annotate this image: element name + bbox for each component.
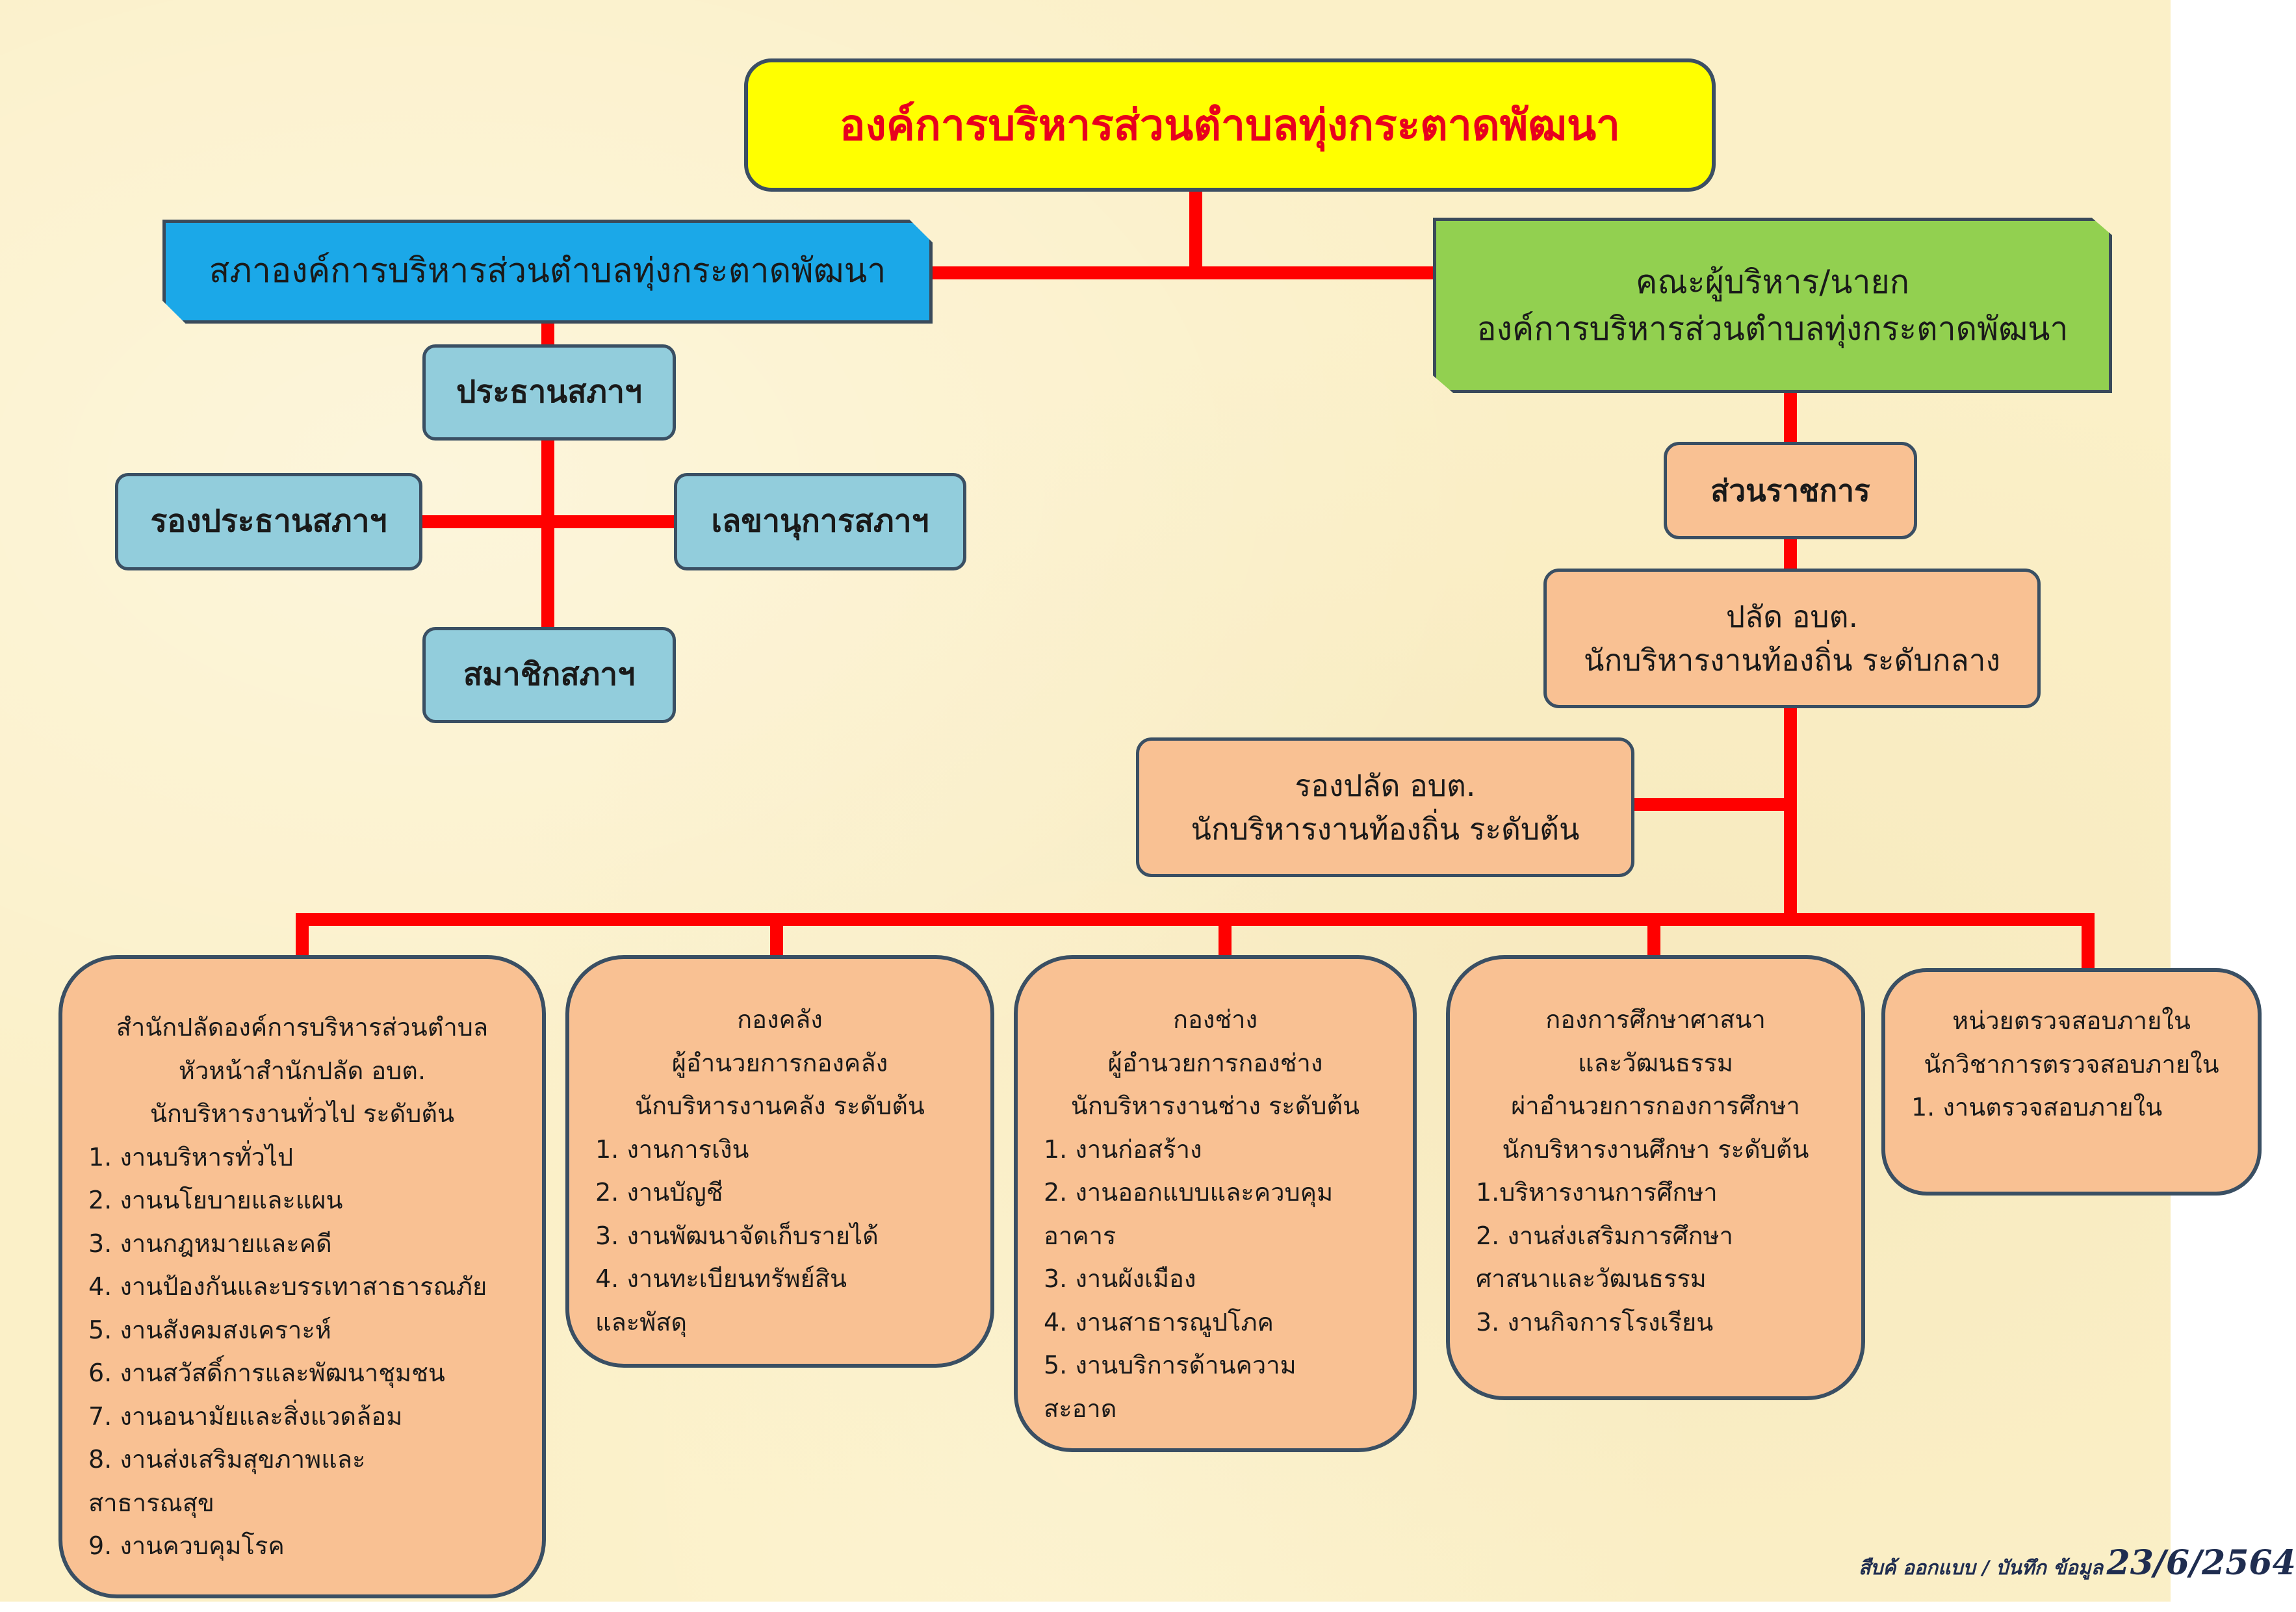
council-members-box: สมาชิกสภาฯ	[422, 627, 676, 723]
deputy-palat-line-1: รองปลัด อบต.	[1295, 767, 1476, 803]
department-box-engineering: กองช่าง ผู้อำนวยการกองช่าง นักบริหารงานช…	[1014, 955, 1417, 1452]
government-section-box: ส่วนราชการ	[1664, 442, 1917, 539]
department-task: 9. งานควบคุมโรค	[88, 1531, 285, 1560]
credit-footer: สืบค้ ออกแบบ / บันทึก ข้อมูล 23/6/2564	[1859, 1543, 2296, 1583]
palat-box: ปลัด อบต. นักบริหารงานท้องถิ่น ระดับกลาง	[1543, 569, 2041, 708]
department-head-line: ผ่าอำนวยการกองการศึกษา	[1511, 1092, 1800, 1120]
department-task: 3. งานกฎหมายและคดี	[88, 1229, 332, 1258]
deputy-palat-line-2: นักบริหารงานท้องถิ่น ระดับต้น	[1191, 811, 1580, 847]
department-head-line: ผู้อำนวยการกองช่าง	[1107, 1048, 1323, 1077]
credit-text: สืบค้ ออกแบบ / บันทึก ข้อมูล	[1859, 1557, 2103, 1580]
department-task: สาธารณสุข	[88, 1488, 214, 1517]
council-president-label: ประธานสภาฯ	[456, 374, 642, 411]
department-head-line: สำนักปลัดองค์การบริหารส่วนตำบล	[116, 1013, 489, 1042]
department-head-line: และวัฒนธรรม	[1578, 1048, 1733, 1077]
executive-line-2: องค์การบริหารส่วนตำบลทุ่งกระตาดพัฒนา	[1477, 310, 2069, 348]
department-task: 7. งานอนามัยและสิ่งแวดล้อม	[88, 1401, 403, 1431]
department-head-line: นักบริหารงานศึกษา ระดับต้น	[1502, 1134, 1809, 1164]
department-box-finance: กองคลัง ผู้อำนวยการกองคลัง นักบริหารงานค…	[565, 955, 994, 1368]
department-task: 6. งานสวัสดิ์การและพัฒนาชุมชน	[88, 1359, 445, 1387]
department-task: 5. งานสังคมสงเคราะห์	[88, 1315, 331, 1344]
org-title-box: องค์การบริหารส่วนตำบลทุ่งกระตาดพัฒนา	[744, 58, 1716, 192]
department-head-line: นักบริหารงานช่าง ระดับต้น	[1070, 1092, 1360, 1120]
department-head-line: กองช่าง	[1172, 1005, 1258, 1034]
executive-box: คณะผู้บริหาร/นายก องค์การบริหารส่วนตำบลท…	[1433, 218, 2112, 393]
department-task: 1. งานการเงิน	[595, 1134, 749, 1164]
credit-date: 23/6/2564	[2106, 1543, 2296, 1583]
council-secretary-box: เลขานุการสภาฯ	[674, 473, 966, 570]
department-task: 2. งานนโยบายและแผน	[88, 1186, 343, 1214]
council-vice-president-box: รองประธานสภาฯ	[115, 473, 422, 570]
department-task: 1. งานก่อสร้าง	[1044, 1134, 1202, 1164]
department-task: 1. งานตรวจสอบภายใน	[1911, 1093, 2163, 1121]
department-task: 8. งานส่งเสริมสุขภาพและ	[88, 1445, 366, 1474]
department-head-line: หน่วยตรวจสอบภายใน	[1952, 1006, 2191, 1035]
department-head-line: กองคลัง	[737, 1005, 823, 1034]
department-head-line: กองการศึกษาศาสนา	[1545, 1005, 1766, 1034]
department-head-line: นักบริหารงานคลัง ระดับต้น	[635, 1092, 925, 1120]
council-secretary-label: เลขานุการสภาฯ	[711, 503, 929, 540]
department-task: 2. งานออกแบบและควบคุม	[1044, 1178, 1334, 1207]
department-task: 3. งานพัฒนาจัดเก็บรายได้	[595, 1221, 879, 1250]
department-box-internal-audit: หน่วยตรวจสอบภายใน นักวิชาการตรวจสอบภายใน…	[1881, 968, 2262, 1196]
department-task: 1.บริหารงานการศึกษา	[1476, 1178, 1718, 1207]
department-box-education: กองการศึกษาศาสนา และวัฒนธรรม ผ่าอำนวยการ…	[1446, 955, 1865, 1400]
department-task: 1. งานบริหารทั่วไป	[88, 1142, 294, 1171]
department-task: สะอาด	[1044, 1394, 1117, 1423]
department-head-line: นักวิชาการตรวจสอบภายใน	[1924, 1049, 2219, 1079]
department-task: 4. งานสาธารณูปโภค	[1044, 1307, 1274, 1337]
deputy-palat-box: รองปลัด อบต. นักบริหารงานท้องถิ่น ระดับต…	[1136, 737, 1634, 877]
department-task: 3. งานกิจการโรงเรียน	[1476, 1307, 1714, 1337]
government-section-label: ส่วนราชการ	[1710, 472, 1870, 508]
department-head-line: หัวหน้าสำนักปลัด อบต.	[178, 1056, 426, 1085]
palat-line-1: ปลัด อบต.	[1725, 598, 1859, 634]
department-head-line: ผู้อำนวยการกองคลัง	[671, 1048, 888, 1077]
department-task: ศาสนาและวัฒนธรรม	[1476, 1264, 1707, 1293]
department-head-line: นักบริหารงานทั่วไป ระดับต้น	[149, 1099, 455, 1128]
palat-line-2: นักบริหารงานท้องถิ่น ระดับกลาง	[1584, 642, 2000, 678]
department-task: 5. งานบริการด้านความ	[1044, 1351, 1296, 1379]
department-task: 4. งานทะเบียนทรัพย์สิน	[595, 1264, 847, 1293]
org-title: องค์การบริหารส่วนตำบลทุ่งกระตาดพัฒนา	[839, 99, 1621, 150]
department-task: 4. งานป้องกันและบรรเทาสาธารณภัย	[88, 1272, 487, 1301]
department-task: อาคาร	[1044, 1221, 1116, 1250]
executive-line-1: คณะผู้บริหาร/นายก	[1635, 262, 1910, 301]
department-task: และพัสดุ	[595, 1307, 688, 1337]
council-members-label: สมาชิกสภาฯ	[463, 656, 636, 693]
department-box-office: สำนักปลัดองค์การบริหารส่วนตำบล หัวหน้าสำ…	[58, 955, 546, 1598]
council-label: สภาองค์การบริหารส่วนตำบลทุ่งกระตาดพัฒนา	[209, 251, 886, 291]
department-task: 2. งานส่งเสริมการศึกษา	[1476, 1221, 1733, 1250]
council-president-box: ประธานสภาฯ	[422, 344, 676, 441]
department-task: 3. งานผังเมือง	[1044, 1264, 1196, 1293]
council-box: สภาองค์การบริหารส่วนตำบลทุ่งกระตาดพัฒนา	[162, 220, 933, 324]
council-vice-president-label: รองประธานสภาฯ	[150, 503, 387, 540]
department-task: 2. งานบัญชี	[595, 1178, 723, 1207]
